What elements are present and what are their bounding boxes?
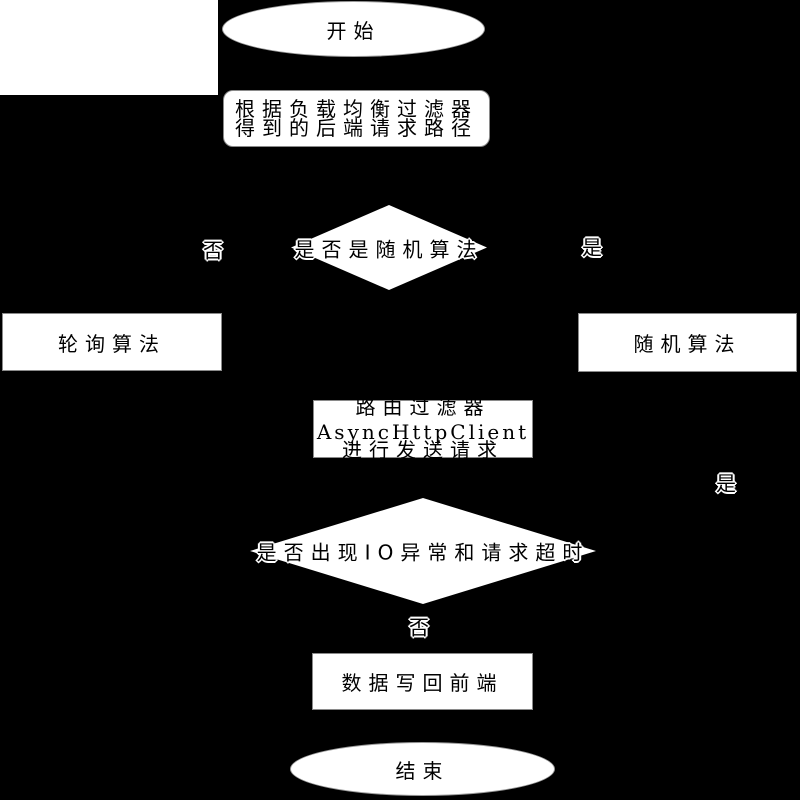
round-robin-label: 轮询算法	[58, 331, 166, 356]
write-back-label: 数据写回前端	[341, 671, 504, 695]
blank-panel	[0, 0, 218, 95]
io-timeout-decision-label: 是否出现IO异常和请求超时	[256, 540, 590, 565]
io-timeout-decision: 是否出现IO异常和请求超时	[250, 498, 596, 604]
end-terminator: 结束	[290, 742, 555, 796]
random-algorithm-decision: 是否是随机算法	[291, 205, 487, 290]
start-terminator: 开始	[222, 1, 485, 57]
load-balancer-line2: 得到的后端请求路径	[235, 115, 478, 140]
end-label: 结束	[395, 758, 450, 783]
load-balancer-line1: 根据负载均衡过滤器	[235, 96, 478, 121]
branch-label-yes-2: 是	[716, 471, 736, 496]
random-algorithm-step: 随机算法	[578, 313, 797, 372]
branch-label-no-2: 否	[409, 615, 429, 640]
route-filter-step: 路由过滤器 AsyncHttpClient 进行发送请求	[313, 395, 533, 462]
route-filter-line3: 进行发送请求	[342, 438, 504, 462]
branch-label-no: 否	[203, 238, 223, 263]
round-robin-step: 轮询算法	[2, 313, 222, 371]
load-balancer-step: 根据负载均衡过滤器 得到的后端请求路径	[223, 90, 490, 147]
route-filter-line1: 路由过滤器	[355, 395, 491, 419]
random-algorithm-label: 随机算法	[633, 332, 742, 356]
random-algorithm-decision-label: 是否是随机算法	[294, 237, 484, 261]
start-label: 开始	[326, 18, 381, 43]
write-back-step: 数据写回前端	[312, 653, 533, 710]
route-filter-line2: AsyncHttpClient	[316, 420, 530, 444]
branch-label-yes: 是	[582, 235, 602, 260]
